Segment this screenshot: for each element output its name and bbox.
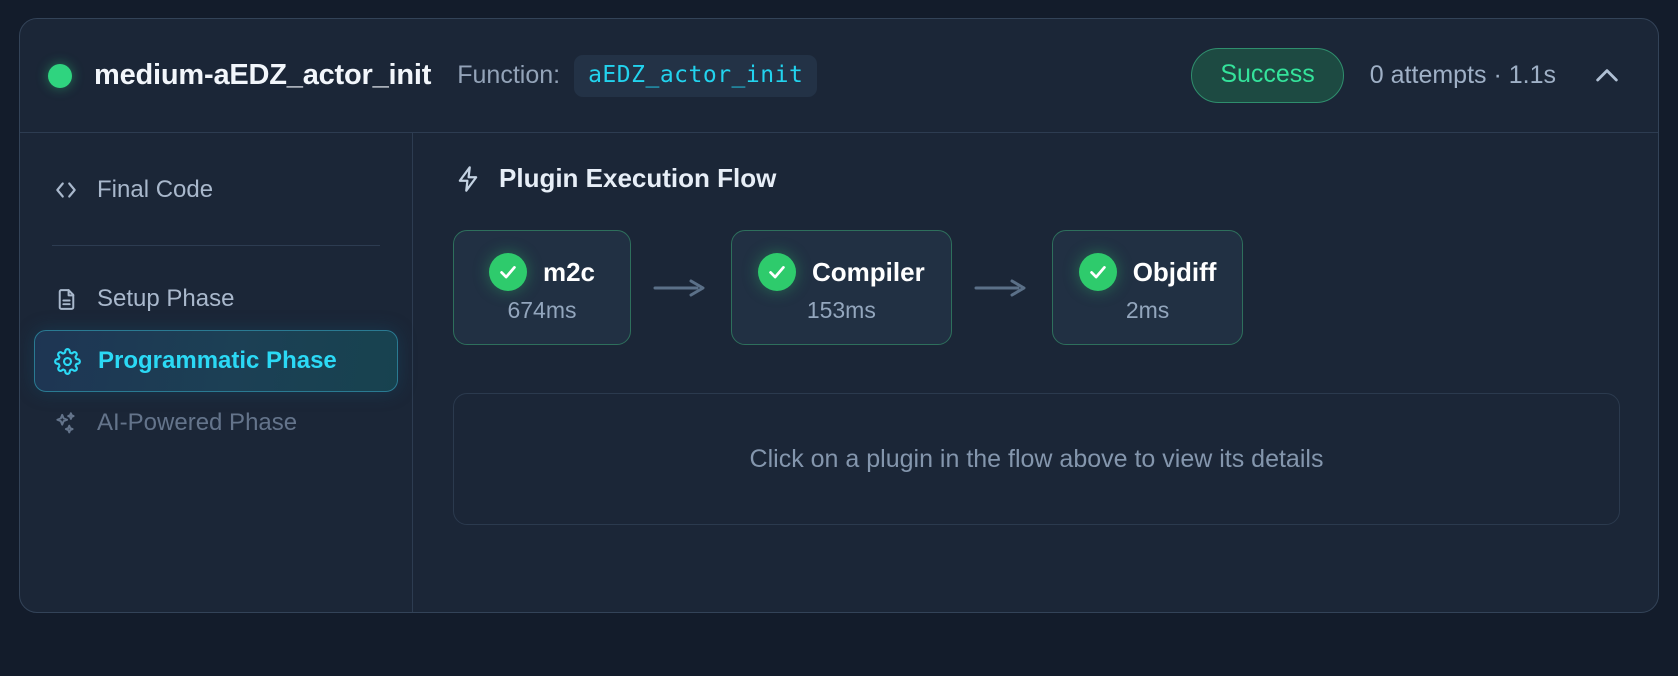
- sparkles-icon: [52, 409, 80, 437]
- check-circle-icon: [758, 253, 796, 291]
- sidebar-item-label: Programmatic Phase: [98, 347, 337, 374]
- check-circle-icon: [488, 253, 527, 291]
- run-body: Final Code Setup Phase: [20, 133, 1658, 612]
- plugin-flow: m2c 674ms: [453, 230, 1620, 345]
- gear-icon: [53, 347, 81, 375]
- lightning-bolt-icon: [453, 164, 483, 194]
- chevron-up-icon[interactable]: [1590, 59, 1624, 93]
- run-card: medium-aEDZ_actor_init Function: aEDZ_ac…: [19, 18, 1659, 613]
- plugin-name: Compiler: [812, 256, 925, 287]
- main-header: Plugin Execution Flow: [453, 163, 1620, 194]
- run-meta: 0 attempts · 1.1s: [1369, 61, 1556, 89]
- arrow-right-icon: [952, 277, 1052, 299]
- plugin-card-top: Objdiff: [1078, 253, 1217, 291]
- plugin-card-m2c[interactable]: m2c 674ms: [453, 230, 631, 345]
- sidebar-divider: [52, 245, 380, 246]
- plugin-details-empty-state: Click on a plugin in the flow above to v…: [453, 393, 1620, 525]
- code-brackets-icon: [52, 176, 80, 204]
- sidebar-item-label: AI-Powered Phase: [97, 409, 298, 436]
- plugin-card-objdiff[interactable]: Objdiff 2ms: [1051, 230, 1244, 345]
- sidebar-item-label: Final Code: [97, 176, 214, 203]
- run-header[interactable]: medium-aEDZ_actor_init Function: aEDZ_ac…: [20, 19, 1658, 133]
- plugin-card-top: Compiler: [758, 253, 925, 291]
- sidebar-item-final-code[interactable]: Final Code: [34, 159, 398, 221]
- plugin-card-compiler[interactable]: Compiler 153ms: [731, 230, 952, 345]
- plugin-card-top: m2c: [480, 253, 604, 291]
- sidebar: Final Code Setup Phase: [20, 133, 413, 612]
- sidebar-item-label: Setup Phase: [97, 285, 235, 312]
- main-title: Plugin Execution Flow: [499, 163, 777, 193]
- file-document-icon: [52, 285, 80, 313]
- sidebar-item-ai-powered-phase[interactable]: AI-Powered Phase: [34, 392, 398, 454]
- arrow-right-icon: [631, 277, 731, 299]
- plugin-duration: 153ms: [806, 297, 876, 323]
- plugin-name: m2c: [542, 256, 596, 287]
- sidebar-item-setup-phase[interactable]: Setup Phase: [34, 268, 398, 330]
- page-title: medium-aEDZ_actor_init: [94, 59, 432, 91]
- status-badge: Success: [1191, 48, 1344, 103]
- plugin-duration: 674ms: [507, 297, 577, 323]
- status-dot-success-icon: [48, 63, 72, 88]
- plugin-duration: 2ms: [1125, 297, 1170, 323]
- sidebar-item-programmatic-phase[interactable]: Programmatic Phase: [34, 330, 398, 392]
- function-name-chip: aEDZ_actor_init: [574, 54, 818, 97]
- plugin-name: Objdiff: [1132, 256, 1217, 287]
- main-panel: Plugin Execution Flow m2c 674ms: [413, 133, 1658, 612]
- function-label: Function:: [457, 61, 561, 89]
- check-circle-icon: [1078, 253, 1117, 291]
- empty-state-text: Click on a plugin in the flow above to v…: [749, 444, 1324, 473]
